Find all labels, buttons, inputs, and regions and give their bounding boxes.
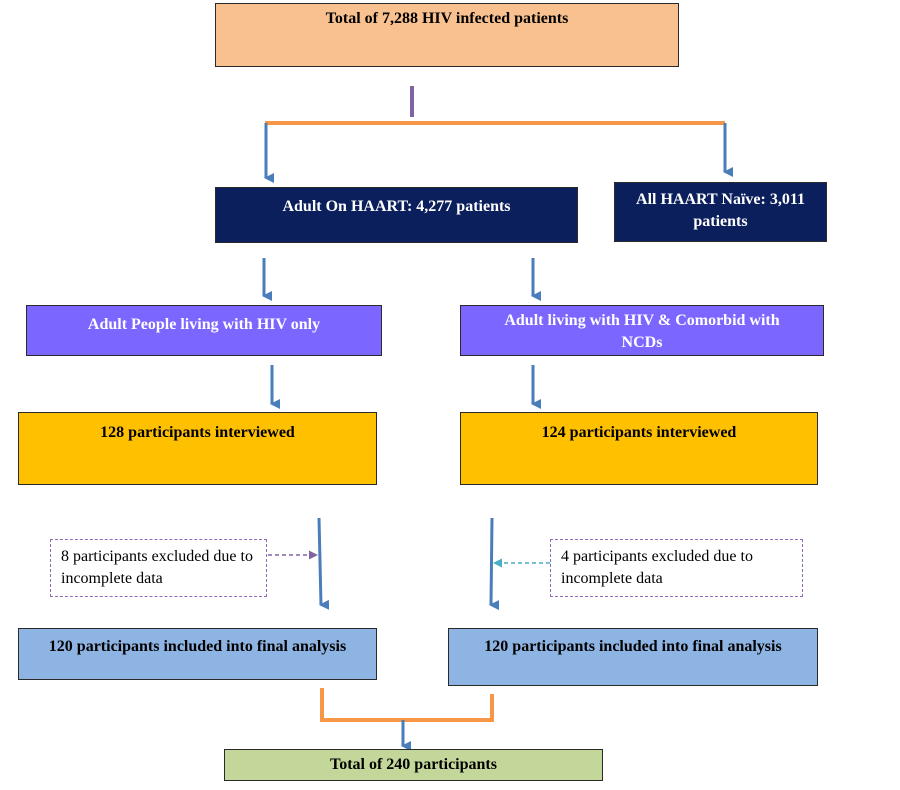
hiv-ncd-box: Adult living with HIV & Comorbid with NC…: [460, 305, 824, 356]
final-total-box: Total of 240 participants: [224, 749, 603, 781]
interviewed-right-box: 124 participants interviewed: [460, 412, 818, 485]
haart-naive-box: All HAART Naïve: 3,011 patients: [614, 182, 827, 242]
hiv-only-box: Adult People living with HIV only: [26, 305, 382, 356]
excluded-left-note: 8 participants excluded due to incomplet…: [50, 539, 267, 597]
arrow-to-included-left: [317, 517, 330, 610]
on-haart-box: Adult On HAART: 4,277 patients: [215, 187, 578, 243]
included-right-box: 120 participants included into final ana…: [448, 628, 818, 686]
excluded-right-note: 4 participants excluded due to incomplet…: [550, 539, 803, 597]
total-patients-box: Total of 7,288 HIV infected patients: [215, 3, 679, 67]
arrow-to-included-right: [489, 517, 500, 611]
interviewed-left-box: 128 participants interviewed: [18, 412, 377, 485]
included-left-box: 120 participants included into final ana…: [18, 628, 377, 680]
